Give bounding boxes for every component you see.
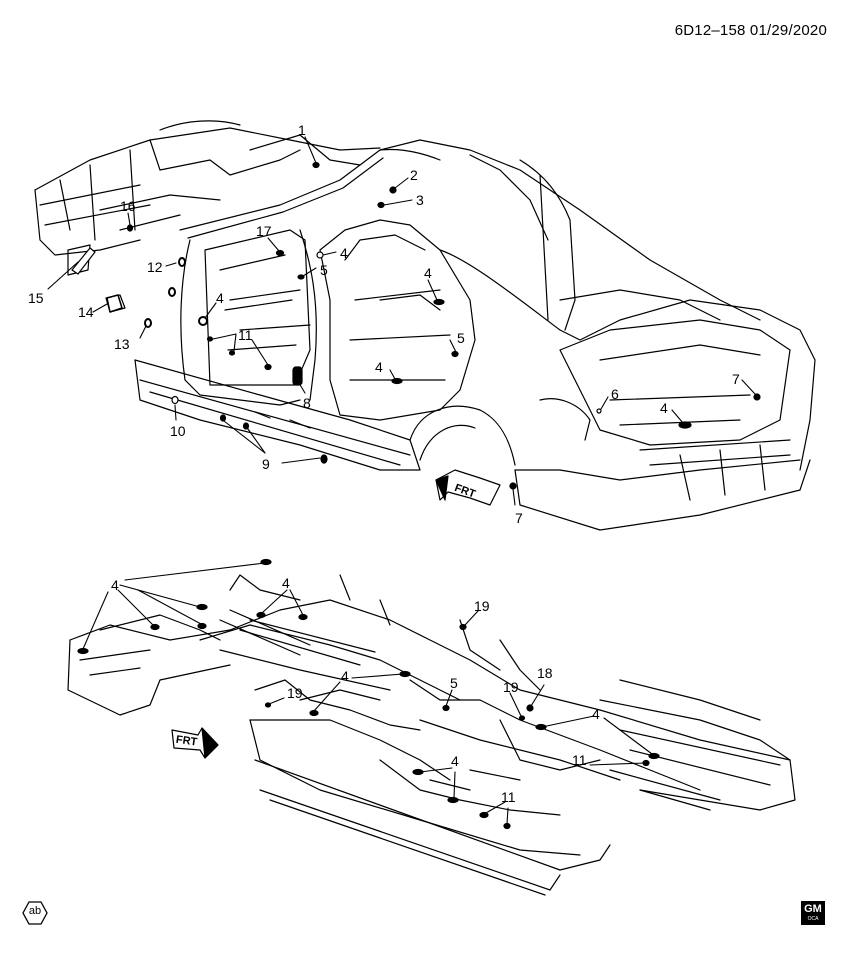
callout-4: 4 — [216, 290, 224, 306]
ab-badge-label: ab — [28, 905, 42, 917]
frt-arrow-upper — [435, 469, 501, 506]
callout-18: 18 — [537, 665, 553, 681]
callout-19: 19 — [474, 598, 490, 614]
callout-3: 3 — [416, 192, 424, 208]
gm-logo-subtext: OCA — [807, 916, 819, 922]
callout-7: 7 — [515, 510, 523, 526]
callout-9: 9 — [262, 456, 270, 472]
callout-4: 4 — [341, 668, 349, 684]
callout-4: 4 — [451, 753, 459, 769]
upper-plugs — [71, 161, 761, 490]
ab-badge: ab — [22, 901, 48, 925]
callout-10: 10 — [170, 423, 186, 439]
callout-1: 1 — [298, 122, 306, 138]
frt-arrow-lower — [171, 727, 219, 759]
callout-19: 19 — [503, 679, 519, 695]
callout-5: 5 — [450, 675, 458, 691]
leader-lines — [47, 136, 756, 825]
callout-11: 11 — [501, 789, 516, 805]
callout-15: 15 — [28, 290, 44, 306]
callout-4: 4 — [424, 265, 432, 281]
callout-12: 12 — [147, 259, 163, 275]
callout-4: 4 — [282, 575, 290, 591]
callout-4: 4 — [592, 706, 600, 722]
callout-7: 7 — [732, 371, 740, 387]
callout-19: 19 — [287, 685, 303, 701]
callout-4: 4 — [375, 359, 383, 375]
callout-14: 14 — [78, 304, 94, 320]
upper-body-view — [34, 120, 816, 531]
callout-11: 11 — [572, 752, 587, 768]
document-id: 6D12–158 01/29/2020 — [674, 22, 827, 39]
lower-plugs — [77, 558, 660, 830]
callout-6: 6 — [611, 386, 619, 402]
callout-4: 4 — [660, 400, 668, 416]
upper-callouts: 1 2 3 16 17 4 12 5 4 15 4 14 11 13 5 4 8… — [28, 122, 740, 526]
gm-logo-text: GM — [804, 903, 822, 915]
callout-8: 8 — [303, 395, 311, 411]
frt-label-lower: FRT — [175, 734, 198, 749]
callout-13: 13 — [114, 336, 130, 352]
callout-5: 5 — [457, 330, 465, 346]
callout-5: 5 — [320, 262, 328, 278]
callout-11: 11 — [238, 327, 253, 343]
callout-4: 4 — [111, 577, 119, 593]
lower-callouts: 4 4 19 4 5 18 19 19 4 4 11 11 — [111, 575, 600, 805]
gm-logo: GM OCA — [801, 901, 825, 925]
callout-2: 2 — [410, 167, 418, 183]
callout-16: 16 — [120, 198, 136, 214]
callout-4: 4 — [340, 245, 348, 261]
hexagon-icon — [22, 901, 48, 925]
callout-17: 17 — [256, 223, 272, 239]
